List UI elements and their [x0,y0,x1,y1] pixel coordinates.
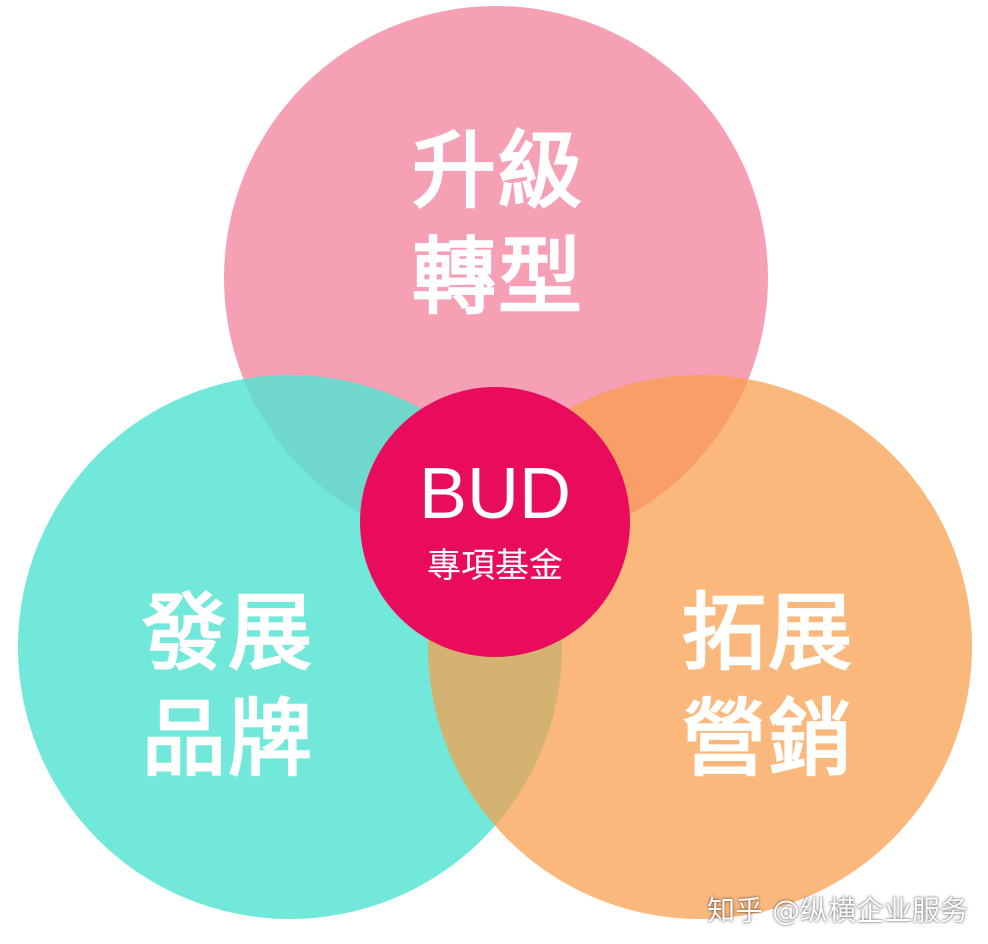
circle-label-top: 升級 轉型 [378,118,618,330]
label-line: 發展 [141,584,314,682]
center-subtitle: 專項基金 [427,546,563,586]
watermark: 知乎 @纵横企业服务 [707,894,968,927]
circle-label-right: 拓展 營銷 [648,580,888,792]
center-circle-bud [360,387,630,657]
label-line: 品牌 [141,690,314,788]
label-line: 營銷 [681,690,854,788]
label-line: 拓展 [681,584,854,682]
label-line: 轉型 [411,228,584,326]
center-title: BUD [418,454,571,534]
label-line: 升級 [411,122,584,220]
circle-label-left: 發展 品牌 [108,580,348,792]
